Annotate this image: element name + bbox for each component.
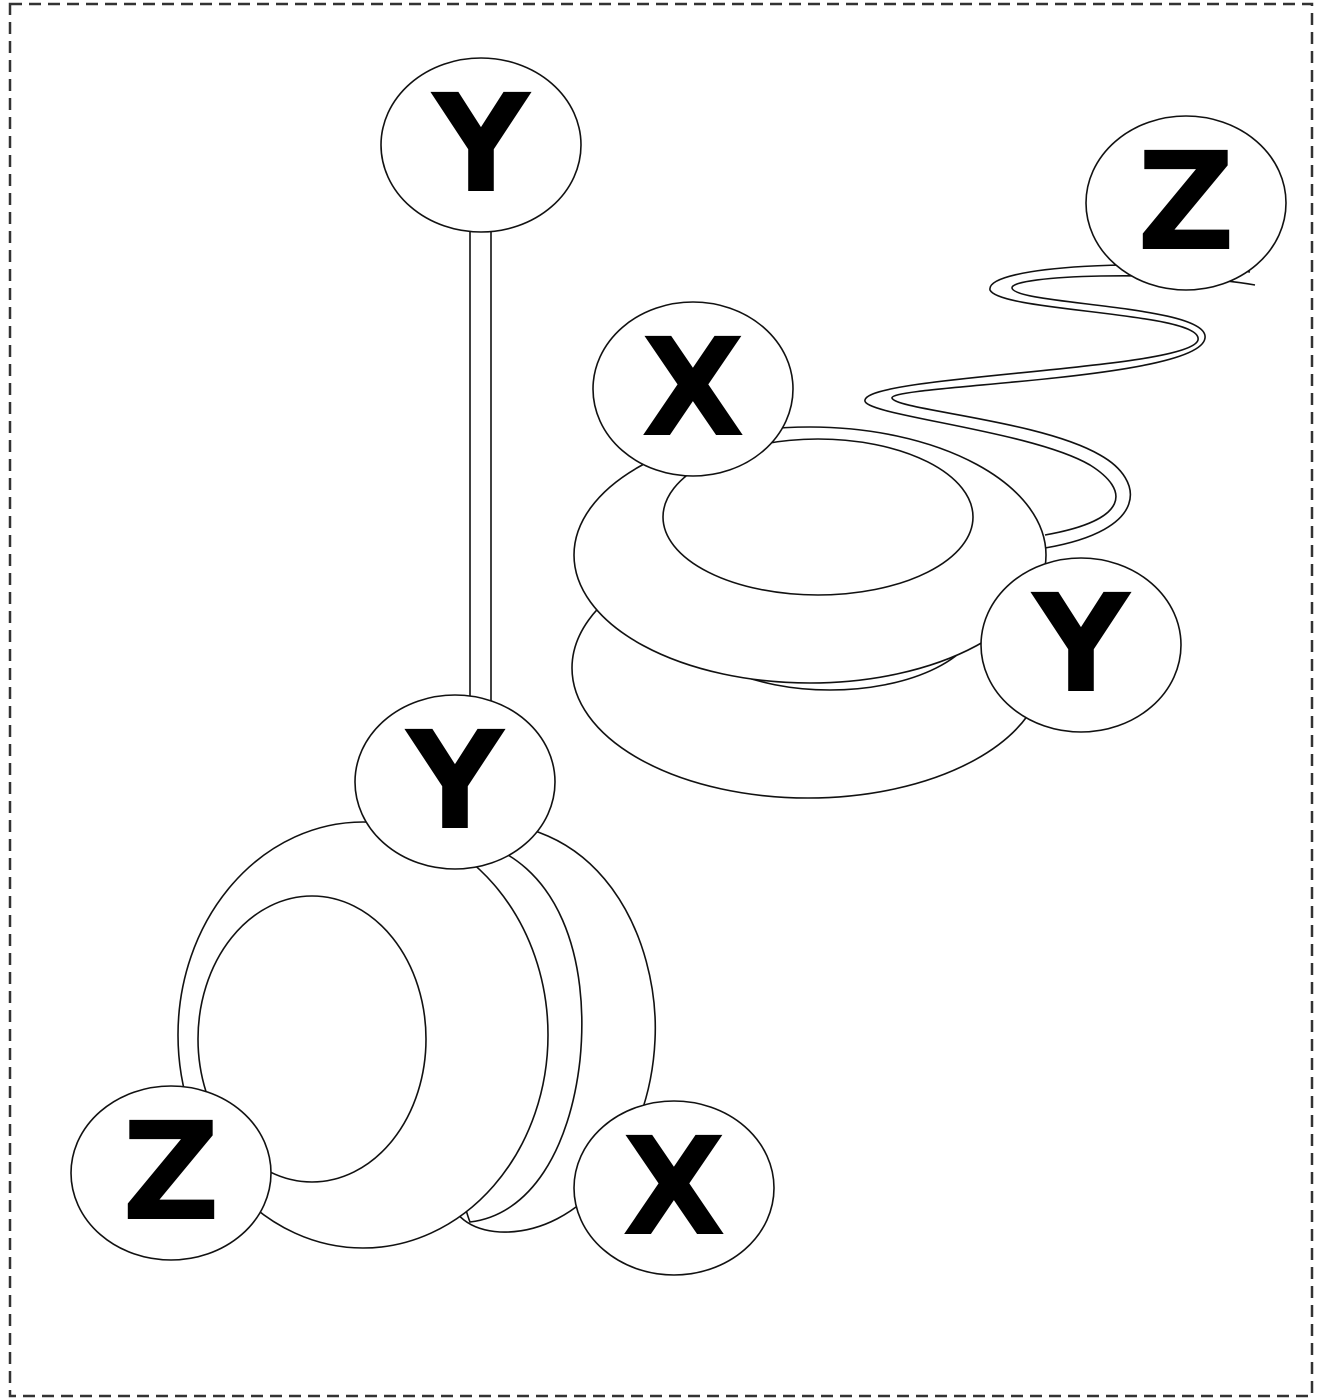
label-middle-y: Y (354, 694, 556, 870)
label-bottom-left-z: Z (70, 1085, 272, 1261)
label-middle-y-text: Y (404, 703, 506, 861)
diagram-frame (8, 2, 1314, 1398)
label-right-y: Y (980, 557, 1182, 733)
label-bottom-x-text: X (622, 1109, 727, 1267)
label-right-x: X (592, 301, 794, 477)
yoyo-top-inner-ring (662, 438, 974, 596)
label-right-x-text: X (641, 310, 746, 468)
yoyo-front-inner-ring (197, 895, 427, 1183)
label-bottom-left-z-text: Z (122, 1094, 221, 1252)
wavy-string (864, 264, 1256, 549)
label-bottom-x: X (573, 1100, 775, 1276)
label-top-y: Y (380, 57, 582, 233)
label-top-y-text: Y (430, 66, 532, 224)
label-top-right-z-text: Z (1137, 124, 1236, 282)
lying-yoyo (571, 264, 1256, 799)
label-right-y-text: Y (1030, 566, 1132, 724)
label-top-right-z: Z (1085, 115, 1287, 291)
